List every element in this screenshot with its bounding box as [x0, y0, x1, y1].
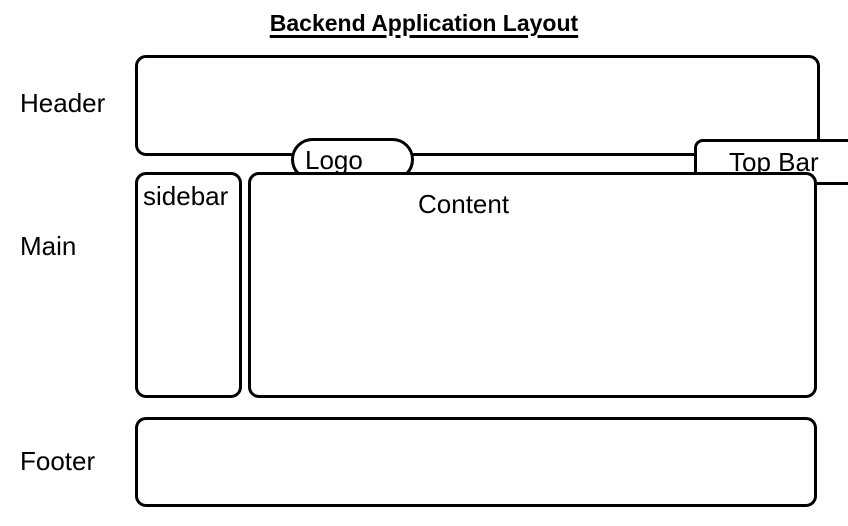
footer-region [135, 417, 817, 507]
row-label-main: Main [20, 231, 77, 261]
row-label-header: Header [20, 88, 106, 118]
content-region[interactable]: Content [248, 172, 817, 398]
sidebar-region[interactable]: sidebar [135, 172, 242, 398]
top-bar-element[interactable]: Top Bar [694, 139, 848, 185]
header-region: Logo Top Bar [135, 55, 848, 185]
page-title: Backend Application Layout [0, 12, 848, 35]
page-title-text: Backend Application Layout [269, 10, 579, 36]
top-bar-label: Top Bar [729, 147, 819, 177]
content-label: Content [418, 189, 510, 219]
row-label-footer: Footer [20, 446, 96, 476]
sidebar-label: sidebar [143, 181, 229, 211]
logo-label: Logo [305, 144, 363, 175]
